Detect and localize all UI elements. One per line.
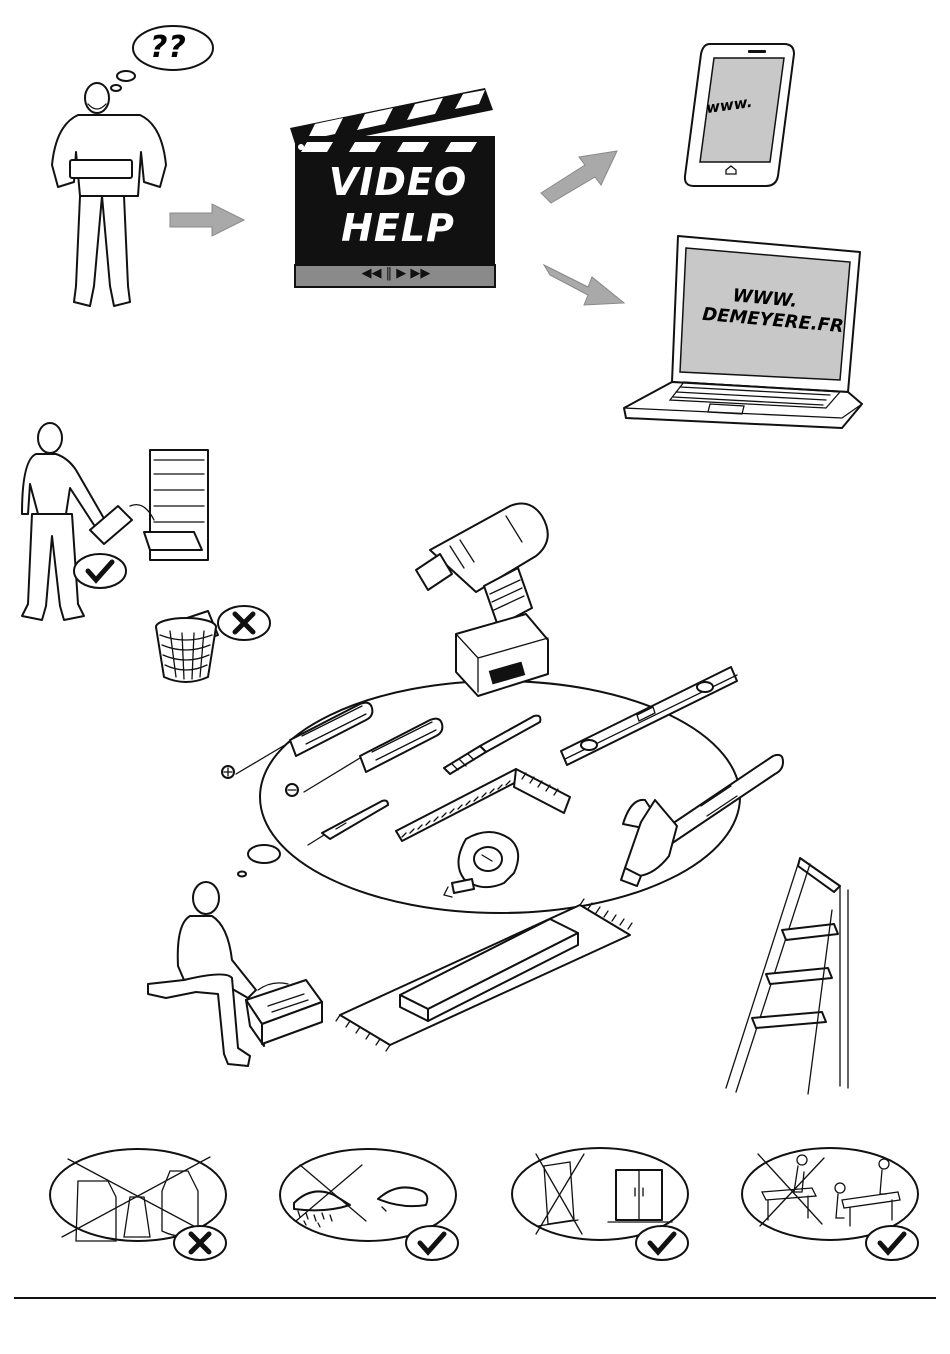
check-mark-icon <box>404 1224 460 1262</box>
cordless-drill-icon <box>410 490 570 710</box>
protective-mat-with-panel <box>330 895 640 1065</box>
cross-mark-icon <box>172 1224 228 1262</box>
cross-mark-icon <box>216 604 272 642</box>
thought-bubble-text: ?? <box>150 30 187 65</box>
smartphone <box>680 40 800 190</box>
check-mark-icon <box>864 1224 920 1262</box>
confused-man-figure <box>40 20 230 320</box>
arrow-right-icon <box>168 203 248 237</box>
tape-measure-icon <box>440 825 530 905</box>
thought-dots-icon <box>232 842 287 882</box>
clapperboard-title-line2: HELP <box>318 206 478 250</box>
clapperboard-title-line1: VIDEO <box>318 160 478 204</box>
video-playback-controls[interactable]: ◀◀ ‖ ▶ ▶▶ <box>296 266 496 281</box>
arrow-down-right-icon <box>540 255 630 310</box>
kneeling-man-figure <box>140 880 340 1080</box>
check-mark-icon <box>634 1224 690 1262</box>
check-mark-icon <box>72 552 128 590</box>
utility-knife-icon <box>302 795 392 855</box>
step-ladder-icon <box>720 850 870 1100</box>
arrow-up-right-icon <box>535 145 625 205</box>
footer-divider <box>14 1297 936 1299</box>
